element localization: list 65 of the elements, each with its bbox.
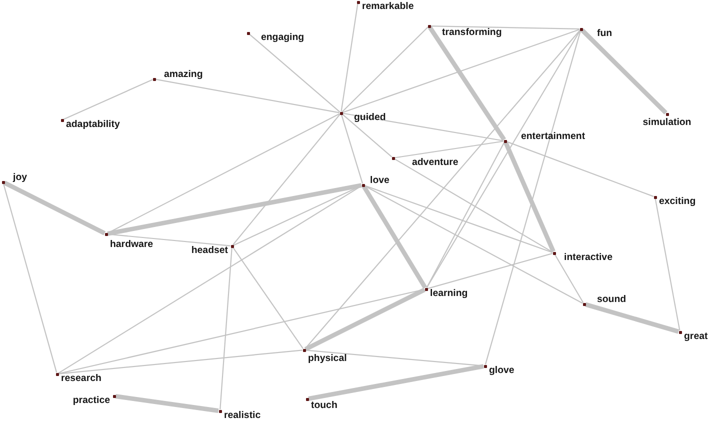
link-line bbox=[427, 252, 553, 290]
word-label: adaptability bbox=[66, 119, 120, 131]
link-line bbox=[63, 79, 153, 120]
word-label: exciting bbox=[659, 196, 696, 208]
link-line bbox=[506, 141, 654, 197]
word-label: hardware bbox=[110, 239, 154, 251]
link-line bbox=[580, 28, 668, 114]
link-line bbox=[155, 78, 340, 114]
link-line bbox=[362, 185, 428, 289]
link-line bbox=[504, 142, 556, 252]
word-label: love bbox=[370, 175, 390, 187]
word-label: great bbox=[684, 331, 708, 343]
link-line bbox=[342, 29, 580, 113]
link-line bbox=[58, 350, 302, 374]
link-line bbox=[58, 288, 425, 374]
word-label: glove bbox=[489, 365, 514, 377]
link-line bbox=[304, 288, 426, 352]
link-line bbox=[426, 142, 505, 288]
word-label: sound bbox=[597, 294, 626, 306]
word-label: interactive bbox=[564, 252, 612, 264]
word-label: practice bbox=[72, 395, 110, 407]
link-line bbox=[220, 248, 232, 410]
link-line bbox=[233, 185, 362, 246]
word-label: joy bbox=[13, 172, 27, 184]
link-line bbox=[554, 254, 584, 303]
word-label: simulation bbox=[642, 117, 692, 129]
link-line bbox=[58, 185, 362, 374]
word-label: realistic bbox=[224, 410, 261, 422]
word-label: entertainment bbox=[521, 131, 586, 143]
word-label: touch bbox=[311, 400, 338, 412]
word-label: amazing bbox=[164, 69, 203, 81]
link-line bbox=[342, 114, 392, 158]
word-label: physical bbox=[308, 353, 347, 365]
word-label: engaging bbox=[261, 32, 304, 44]
link-line bbox=[426, 30, 581, 288]
link-line bbox=[394, 140, 504, 158]
link-line bbox=[654, 198, 680, 331]
link-line bbox=[232, 247, 304, 349]
link-line bbox=[3, 180, 106, 236]
link-line bbox=[248, 34, 340, 112]
link-line bbox=[115, 394, 219, 413]
link-line bbox=[342, 26, 428, 112]
link-line bbox=[484, 30, 582, 365]
word-label: transforming bbox=[442, 27, 502, 39]
word-label: research bbox=[61, 373, 102, 385]
word-label: adventure bbox=[412, 157, 458, 169]
link-line bbox=[364, 185, 583, 304]
link-line bbox=[308, 364, 484, 401]
link-line bbox=[394, 158, 553, 253]
link-line bbox=[107, 183, 362, 236]
link-line bbox=[340, 114, 364, 184]
word-label: headset bbox=[191, 245, 228, 257]
link-line bbox=[340, 4, 358, 112]
word-label: remarkable bbox=[362, 1, 414, 13]
link-line bbox=[2, 183, 58, 373]
link-line bbox=[428, 26, 506, 141]
link-line bbox=[584, 302, 680, 334]
link-line bbox=[430, 25, 580, 30]
word-label: learning bbox=[430, 288, 468, 300]
word-label: fun bbox=[597, 28, 612, 40]
link-line bbox=[342, 112, 504, 142]
link-line bbox=[107, 113, 340, 234]
link-line bbox=[364, 185, 553, 253]
word-label: guided bbox=[354, 112, 386, 124]
link-line bbox=[232, 114, 340, 246]
